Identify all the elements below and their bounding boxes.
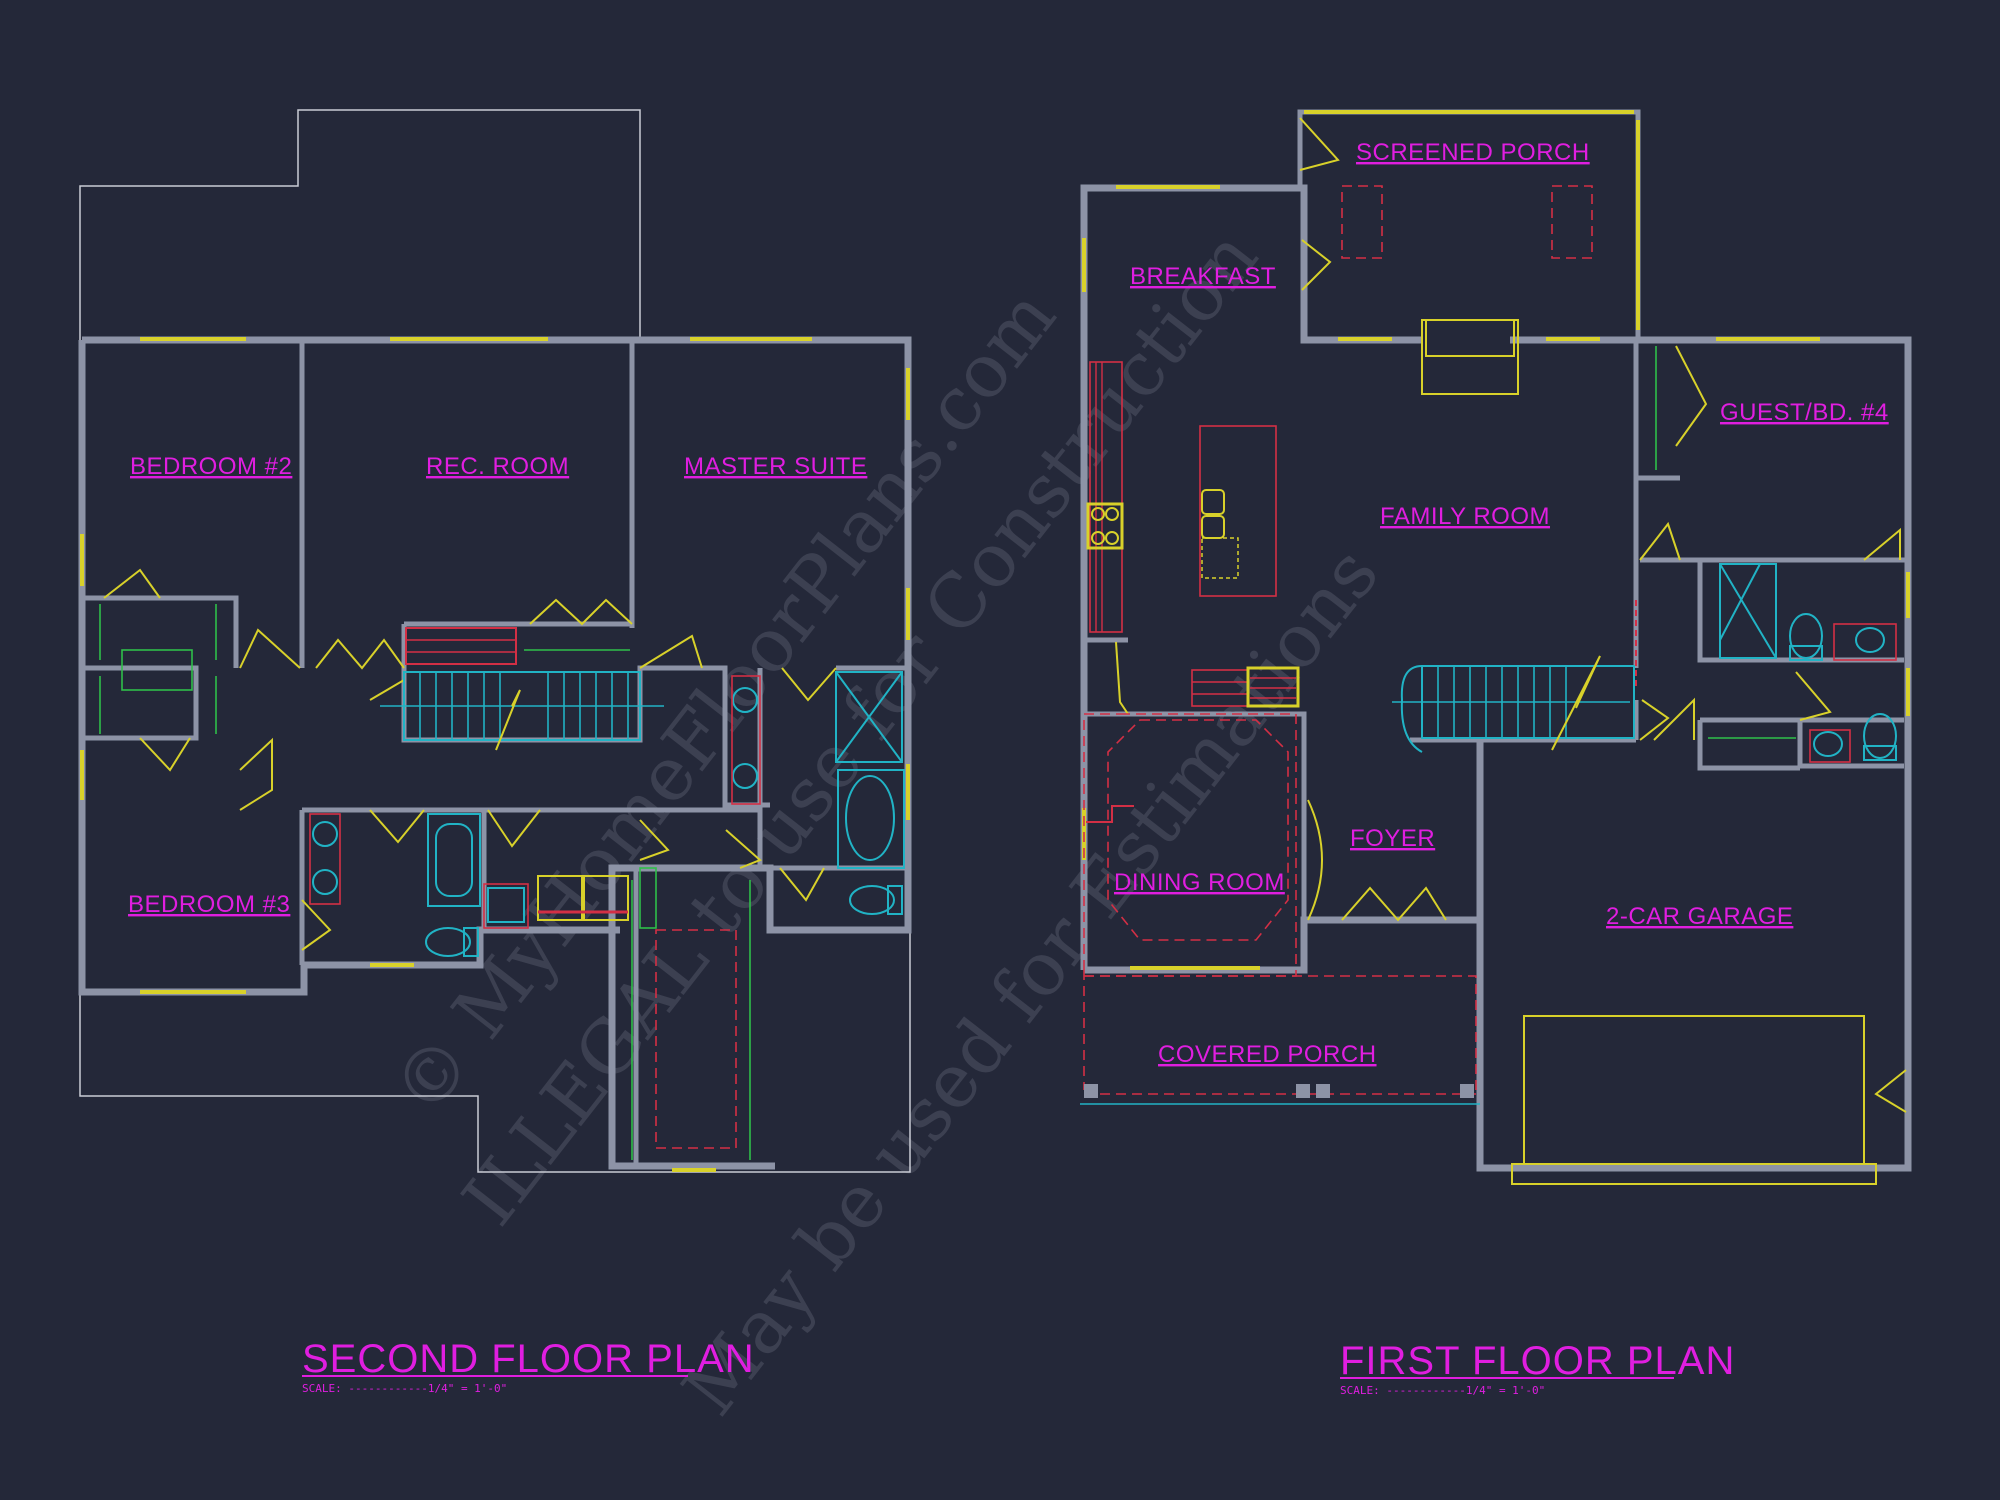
second-floor-fixtures bbox=[309, 671, 905, 957]
label-screened-porch: SCREENED PORCH bbox=[1356, 139, 1590, 166]
first-floor-room-labels: SCREENED PORCH BREAKFAST GUEST/BD. #4 FA… bbox=[1114, 139, 1889, 1068]
label-covered-porch: COVERED PORCH bbox=[1158, 1041, 1377, 1068]
second-floor-plan-title: SECOND FLOOR PLAN bbox=[302, 1337, 755, 1381]
label-2-car-garage: 2-CAR GARAGE bbox=[1606, 903, 1793, 930]
guest-bath-fixtures bbox=[1655, 346, 1897, 763]
label-family-room: FAMILY ROOM bbox=[1380, 503, 1550, 530]
first-floor-scale: SCALE: ------------1/4" = 1'-0" bbox=[1340, 1384, 1545, 1397]
second-floor-roof-outline bbox=[79, 109, 641, 340]
kitchen bbox=[1086, 361, 1300, 708]
second-floor-lower-outline bbox=[79, 930, 911, 1173]
label-rec-room: REC. ROOM bbox=[426, 453, 569, 480]
second-floor-stair bbox=[380, 627, 664, 751]
label-foyer: FOYER bbox=[1350, 825, 1435, 852]
first-floor-interior-walls bbox=[1084, 342, 1908, 930]
first-floor-stair bbox=[1392, 600, 1637, 753]
label-breakfast: BREAKFAST bbox=[1130, 263, 1276, 290]
label-dining-room: DINING ROOM bbox=[1114, 869, 1285, 896]
garage-door bbox=[1511, 1015, 1877, 1185]
label-bedroom-2: BEDROOM #2 bbox=[130, 453, 292, 480]
second-floor-plan: BEDROOM #2 REC. ROOM MASTER SUITE BEDROO… bbox=[78, 109, 912, 1395]
covered-porch bbox=[1080, 1084, 1480, 1105]
first-floor-doors bbox=[1115, 117, 1907, 1113]
dining-room-ceiling bbox=[1083, 713, 1477, 1090]
first-floor-plan: SCREENED PORCH BREAKFAST GUEST/BD. #4 FA… bbox=[1080, 109, 1912, 1397]
second-floor-doors bbox=[103, 568, 837, 951]
label-guest-bd-4: GUEST/BD. #4 bbox=[1720, 399, 1889, 426]
first-floor-windows bbox=[1082, 185, 1910, 970]
second-floor-scale: SCALE: ------------1/4" = 1'-0" bbox=[302, 1382, 507, 1395]
second-floor-windows bbox=[80, 337, 910, 1172]
label-bedroom-3: BEDROOM #3 bbox=[128, 891, 290, 918]
second-floor-room-labels: BEDROOM #2 REC. ROOM MASTER SUITE BEDROO… bbox=[128, 453, 867, 918]
label-master-suite: MASTER SUITE bbox=[684, 453, 867, 480]
first-floor-plan-title: FIRST FLOOR PLAN bbox=[1340, 1339, 1735, 1383]
second-floor-closets bbox=[99, 604, 751, 1160]
